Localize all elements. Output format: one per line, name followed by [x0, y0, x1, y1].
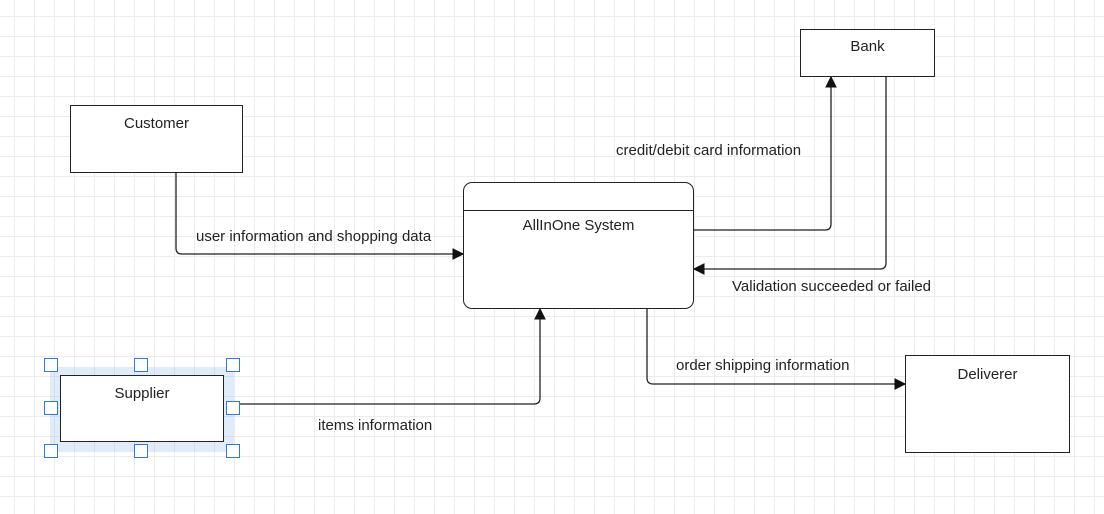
node-bank-label: Bank	[850, 38, 885, 55]
resize-handle-ne[interactable]	[226, 358, 240, 372]
edge-label-supplier-to-system: items information	[318, 417, 433, 434]
edge-system-to-bank[interactable]	[694, 75, 837, 231]
edge-label-system-to-bank: credit/debit card information	[616, 142, 802, 159]
node-bank[interactable]: Bank	[800, 29, 935, 77]
resize-handle-n[interactable]	[134, 358, 148, 372]
node-system[interactable]: AllInOne System	[463, 182, 694, 309]
node-deliverer-label: Deliverer	[957, 366, 1018, 383]
edge-supplier-to-system[interactable]	[240, 307, 546, 405]
resize-handle-nw[interactable]	[44, 358, 58, 372]
edge-label-bank-to-system: Validation succeeded or failed	[732, 278, 932, 295]
edge-system-to-deliverer[interactable]	[646, 309, 907, 390]
resize-handle-w[interactable]	[44, 401, 58, 415]
edge-label-system-to-deliverer: order shipping information	[676, 357, 850, 374]
node-customer[interactable]: Customer	[70, 105, 243, 173]
node-deliverer[interactable]: Deliverer	[905, 355, 1070, 453]
node-system-header-divider	[464, 210, 693, 211]
resize-handle-e[interactable]	[226, 401, 240, 415]
resize-handle-se[interactable]	[226, 444, 240, 458]
node-customer-label: Customer	[123, 115, 190, 132]
resize-handle-s[interactable]	[134, 444, 148, 458]
edge-customer-to-system[interactable]	[175, 173, 465, 260]
node-system-label: AllInOne System	[522, 217, 635, 234]
resize-handle-sw[interactable]	[44, 444, 58, 458]
node-supplier[interactable]: Supplier	[60, 375, 224, 442]
edge-label-customer-to-system: user information and shopping data	[196, 228, 432, 245]
edge-bank-to-system[interactable]	[692, 77, 887, 275]
node-supplier-label: Supplier	[114, 385, 170, 402]
